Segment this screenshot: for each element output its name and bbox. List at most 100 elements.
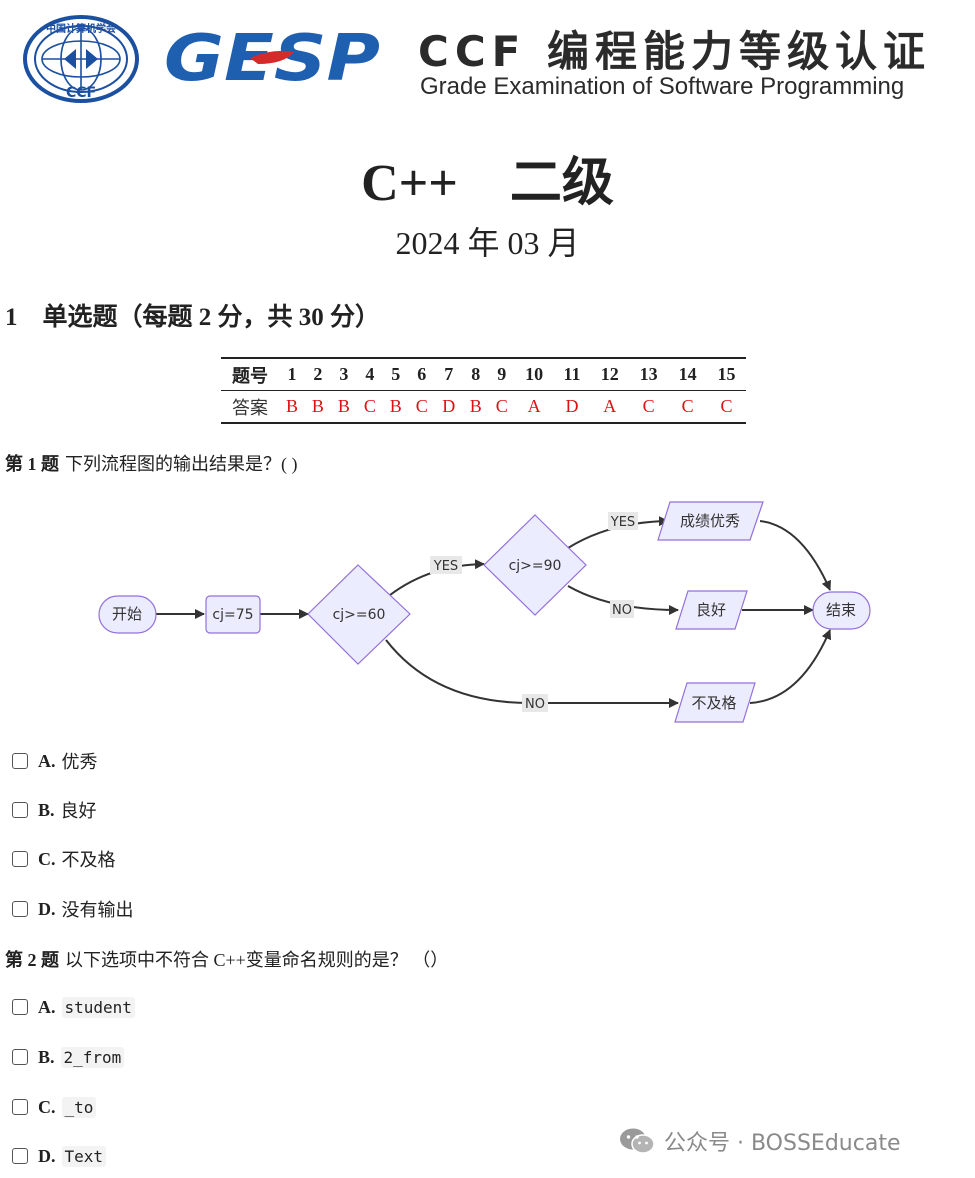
checkbox[interactable] xyxy=(12,753,28,769)
number-cell: 8 xyxy=(462,358,489,391)
answer-cell: A xyxy=(603,396,617,416)
number-cell: 13 xyxy=(629,358,669,391)
brand-title: CCF 编程能力等级认证 xyxy=(418,27,931,76)
number-cell: 1 xyxy=(279,358,305,391)
question-number: 第 1 题 xyxy=(5,454,59,474)
answer-cell: C xyxy=(681,396,694,416)
option-letter: B. xyxy=(38,799,55,820)
answer-cell: D xyxy=(565,396,579,416)
number-cell: 5 xyxy=(382,358,409,391)
number-cell: 9 xyxy=(488,358,515,391)
question-2-option-b[interactable]: B.2_from xyxy=(12,1045,125,1069)
option-code: Text xyxy=(61,1145,107,1167)
node-good-shape xyxy=(675,590,748,630)
brand-subtitle: Grade Examination of Software Programmin… xyxy=(420,73,905,100)
node-assign-label: cj=75 xyxy=(212,607,253,623)
node-excellent-shape xyxy=(657,501,764,541)
question-2-option-d[interactable]: D.Text xyxy=(12,1144,107,1168)
node-cond1-shape xyxy=(307,564,411,665)
number-cell: 12 xyxy=(590,358,630,391)
answer-cell: B xyxy=(311,396,324,416)
answer-cell: D xyxy=(442,396,456,416)
answer-cell: B xyxy=(389,396,402,416)
node-cond2-label: cj>=90 xyxy=(509,558,562,574)
answer-table: 题号 1 2 3 4 5 6 7 8 9 10 11 12 13 14 15 答… xyxy=(221,357,746,424)
answer-cell: C xyxy=(720,396,733,416)
wechat-icon xyxy=(620,1128,655,1154)
node-start-shape xyxy=(98,595,157,634)
number-cell: 4 xyxy=(356,358,383,391)
number-cell: 3 xyxy=(330,358,357,391)
node-end-label: 结束 xyxy=(826,601,856,619)
answer-cell: C xyxy=(642,396,655,416)
edge-fail-end xyxy=(749,629,832,704)
option-text: 没有输出 xyxy=(61,900,134,920)
checkbox[interactable] xyxy=(12,851,28,867)
answer-cell: C xyxy=(415,396,428,416)
document-date: 2024 年 03 月 xyxy=(395,225,580,261)
answer-cell: C xyxy=(363,396,376,416)
watermark: 公众号 · BOSSEducate xyxy=(618,1124,900,1158)
edge-label-yes-2: YES xyxy=(610,515,635,530)
number-cell: 6 xyxy=(408,358,435,391)
option-code: 2_from xyxy=(60,1046,125,1068)
option-text: 良好 xyxy=(60,801,97,821)
answer-cell: A xyxy=(527,396,541,416)
question-1-option-d[interactable]: D.没有输出 xyxy=(12,897,134,921)
number-cell: 11 xyxy=(553,358,591,391)
answer-label-cell: 答案 xyxy=(232,397,268,418)
node-fail-label: 不及格 xyxy=(691,694,736,712)
number-cell: 2 xyxy=(304,358,331,391)
question-1-option-b[interactable]: B.良好 xyxy=(12,798,97,822)
node-assign-shape xyxy=(205,595,261,634)
watermark-text: 公众号 · BOSSEducate xyxy=(664,1131,901,1156)
ccf-logo: 中国计算机学会 CCF xyxy=(23,15,139,103)
checkbox[interactable] xyxy=(12,802,28,818)
number-cell: 7 xyxy=(434,358,463,391)
option-code: student xyxy=(61,996,135,1018)
question-2-option-c[interactable]: C._to xyxy=(12,1095,97,1119)
number-cell: 15 xyxy=(707,358,746,391)
ccf-logo-top-text: 中国计算机学会 xyxy=(46,22,116,35)
answer-cell: C xyxy=(495,396,508,416)
question-2-option-a[interactable]: A.student xyxy=(12,995,135,1019)
edge-excellent-end xyxy=(759,520,831,591)
answer-table-answer-row: 答案 B B B C B C D B C A D A C C C xyxy=(221,391,746,424)
option-code: _to xyxy=(61,1096,97,1118)
node-good-label: 良好 xyxy=(696,601,726,619)
flowchart: YES YES NO NO 开始 cj=75 cj>=60 cj>=90 成绩优… xyxy=(98,501,871,723)
question-number: 第 2 题 xyxy=(5,950,59,970)
edge-label-yes-1: YES xyxy=(433,559,458,574)
gesp-logo: GESP xyxy=(164,22,380,92)
question-1: 第 1 题下列流程图的输出结果是？( ) xyxy=(5,450,298,476)
checkbox[interactable] xyxy=(12,1099,28,1115)
answer-table-header-row: 题号 1 2 3 4 5 6 7 8 9 10 11 12 13 14 15 xyxy=(221,358,746,391)
answer-cell: B xyxy=(285,396,298,416)
number-cell: 14 xyxy=(668,358,708,391)
answer-cell: B xyxy=(469,396,482,416)
question-2: 第 2 题以下选项中不符合 C++变量命名规则的是？ （） xyxy=(5,946,448,972)
edge-label-no-1: NO xyxy=(525,697,545,712)
node-cond1-label: cj>=60 xyxy=(333,607,386,623)
option-letter: D. xyxy=(38,1145,56,1166)
number-cell: 10 xyxy=(514,358,554,391)
checkbox[interactable] xyxy=(12,999,28,1015)
option-letter: D. xyxy=(38,898,56,919)
node-fail-shape xyxy=(674,682,756,723)
edge-label-no-2: NO xyxy=(612,603,632,618)
question-1-option-c[interactable]: C.不及格 xyxy=(12,847,116,871)
node-start-label: 开始 xyxy=(112,605,142,623)
node-excellent-label: 成绩优秀 xyxy=(680,512,740,530)
edge-cond1-fail xyxy=(385,639,679,708)
node-end-shape xyxy=(812,591,871,630)
checkbox[interactable] xyxy=(12,901,28,917)
question-1-option-a[interactable]: A.优秀 xyxy=(12,749,98,773)
option-letter: C. xyxy=(38,848,56,869)
checkbox[interactable] xyxy=(12,1049,28,1065)
option-letter: A. xyxy=(38,996,56,1017)
checkbox[interactable] xyxy=(12,1148,28,1164)
header-label-cell: 题号 xyxy=(221,358,279,391)
option-letter: C. xyxy=(38,1096,56,1117)
document-title: C++ 二级 xyxy=(361,155,614,212)
page-header: 中国计算机学会 CCF GESP CCF 编程能力等级认证 Grade Exam… xyxy=(0,0,975,120)
